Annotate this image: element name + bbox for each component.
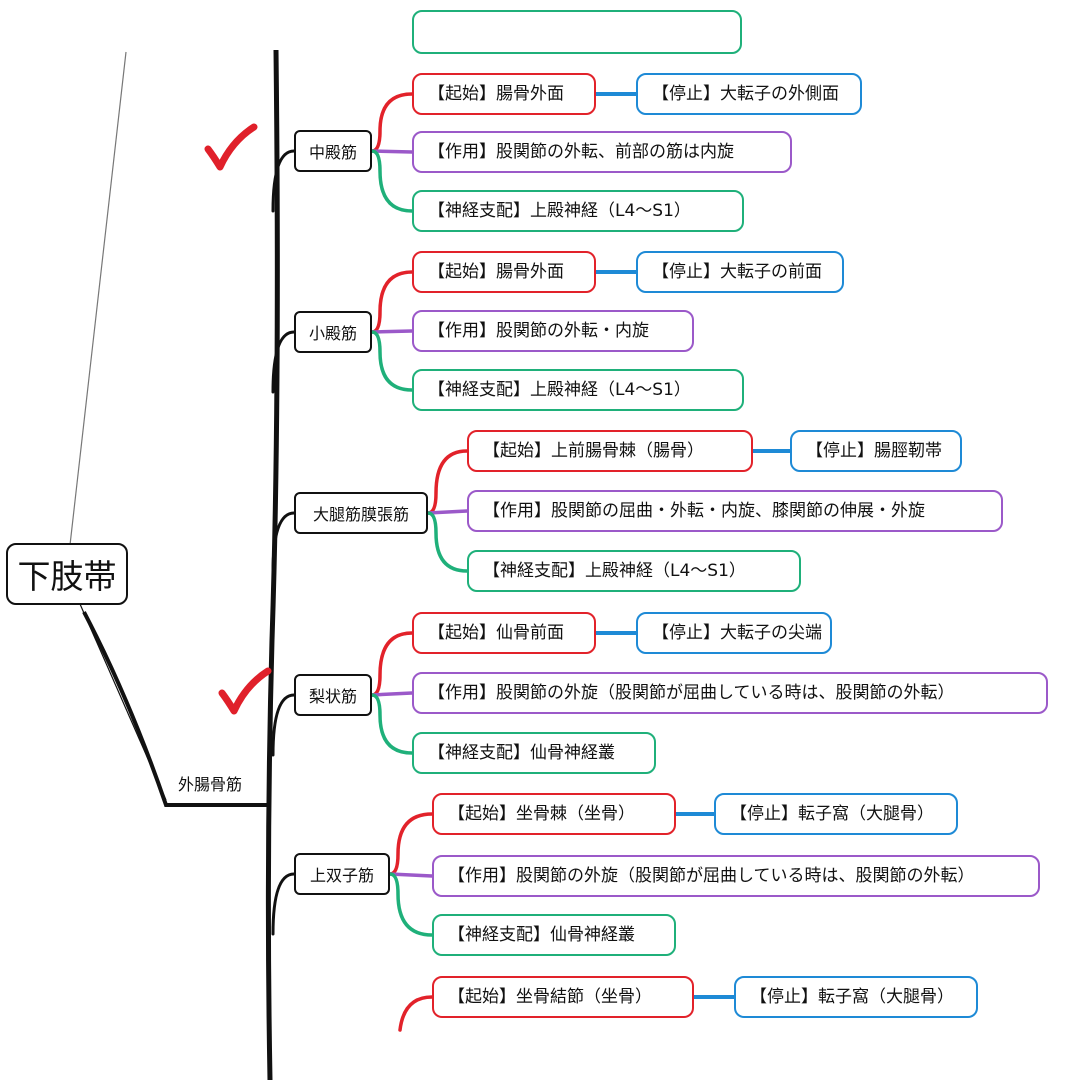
nerve-connector-3	[370, 693, 414, 755]
action-box[interactable]: 【作用】股関節の屈曲・外転・内旋、膝関節の伸展・外旋	[467, 490, 1003, 532]
group-label: 外腸骨筋	[178, 775, 243, 794]
action-connector-1	[370, 329, 414, 334]
origin-connector-2	[426, 449, 469, 515]
origin-box[interactable]: 【起始】上前腸骨棘（腸骨）	[467, 430, 753, 472]
origin-box[interactable]: 【起始】腸骨外面	[412, 251, 596, 293]
origin-box[interactable]: 【起始】腸骨外面	[412, 73, 596, 115]
partial-origin-connector	[398, 995, 434, 1032]
main-spine	[265, 49, 280, 1080]
muscle-node[interactable]: 梨状筋	[294, 674, 372, 716]
muscle-node[interactable]: 上双子筋	[294, 853, 390, 895]
partial-insertion-box[interactable]: 【停止】転子窩（大腿骨）	[734, 976, 978, 1018]
action-box[interactable]: 【作用】股関節の外転・内旋	[412, 310, 694, 352]
nerve-connector-2	[426, 511, 469, 573]
nerve-box[interactable]: 【神経支配】上殿神経（L4〜S1）	[467, 550, 801, 592]
nerve-box[interactable]: 【神経支配】上殿神経（L4〜S1）	[412, 369, 744, 411]
checkmark-icon	[218, 667, 272, 715]
origin-connector-3	[370, 631, 414, 697]
insertion-box[interactable]: 【停止】大転子の前面	[636, 251, 844, 293]
muscle-node[interactable]: 大腿筋膜張筋	[294, 492, 428, 534]
origin-connector-0	[370, 92, 414, 153]
action-box[interactable]: 【作用】股関節の外旋（股関節が屈曲している時は、股関節の外転）	[432, 855, 1040, 897]
spine-branch-1	[271, 330, 296, 394]
action-connector-2	[426, 509, 469, 515]
muscle-node[interactable]: 小殿筋	[294, 311, 372, 353]
checkmark-icon	[204, 123, 258, 171]
origin-box[interactable]: 【起始】仙骨前面	[412, 612, 596, 654]
origin-box[interactable]: 【起始】坐骨棘（坐骨）	[432, 793, 676, 835]
nerve-connector-0	[370, 149, 414, 213]
action-connector-3	[370, 691, 414, 697]
spine-branch-0	[271, 149, 296, 213]
spine-branch-2	[271, 511, 296, 575]
insertion-box[interactable]: 【停止】大転子の外側面	[636, 73, 862, 115]
group-branch	[82, 611, 268, 807]
root-node[interactable]: 下肢帯	[6, 543, 128, 605]
muscle-node[interactable]: 中殿筋	[294, 130, 372, 172]
partial-origin-box[interactable]: 【起始】坐骨結節（坐骨）	[432, 976, 694, 1018]
origin-connector-1	[370, 270, 414, 334]
nerve-box[interactable]: 【神経支配】上殿神経（L4〜S1）	[412, 190, 744, 232]
insertion-box[interactable]: 【停止】大転子の尖端	[636, 612, 832, 654]
action-box[interactable]: 【作用】股関節の外旋（股関節が屈曲している時は、股関節の外転）	[412, 672, 1048, 714]
action-box[interactable]: 【作用】股関節の外転、前部の筋は内旋	[412, 131, 792, 173]
nerve-box[interactable]: 【神経支配】仙骨神経叢	[432, 914, 676, 956]
spine-branch-3	[271, 693, 296, 757]
nerve-connector-1	[370, 330, 414, 392]
origin-connector-4	[388, 812, 434, 876]
insertion-box[interactable]: 【停止】腸脛靭帯	[790, 430, 962, 472]
nerve-box[interactable]: 【神経支配】仙骨神経叢	[412, 732, 656, 774]
nerve-connector-4	[388, 872, 434, 937]
clipped-top-box	[412, 10, 742, 54]
action-connector-0	[370, 149, 414, 154]
insertion-box[interactable]: 【停止】転子窩（大腿骨）	[714, 793, 958, 835]
spine-branch-4	[271, 872, 296, 936]
action-connector-4	[388, 872, 434, 878]
root-connector-upper	[69, 51, 127, 546]
